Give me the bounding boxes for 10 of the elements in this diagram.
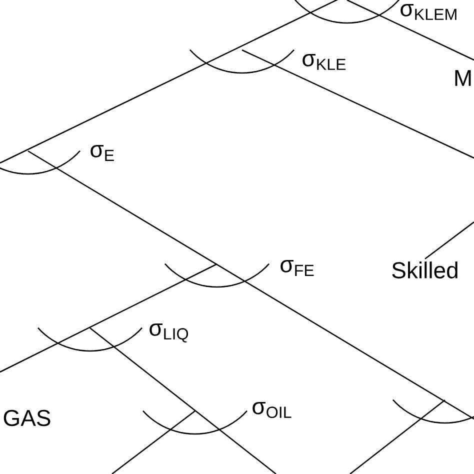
- branch-line: [424, 221, 474, 260]
- elasticity-label: σ$_{OIL}$: [252, 402, 292, 418]
- elasticity-label: σ$_{E}$: [90, 145, 114, 161]
- leaf-label: GAS: [4, 410, 50, 426]
- leaf-label: M: [455, 70, 471, 86]
- elasticity-label: σ$_{KLEM}$: [400, 4, 456, 20]
- leaf-label: Skilled: [392, 262, 458, 278]
- elasticity-label: σ$_{FE}$: [280, 260, 314, 276]
- elasticity-label: σ$_{KLE}$: [302, 54, 346, 70]
- elasticity-label: σ$_{LIQ}$: [150, 324, 188, 342]
